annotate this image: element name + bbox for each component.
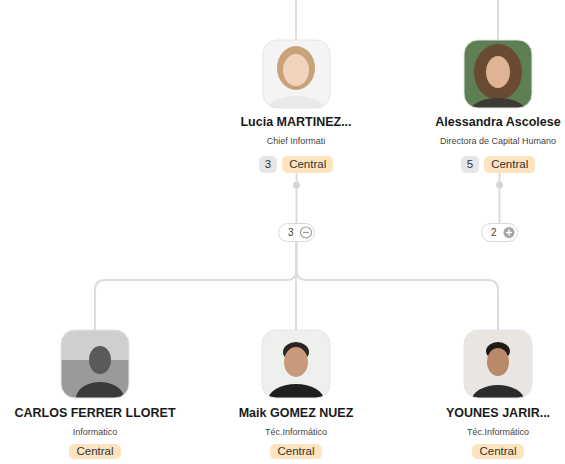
avatar	[61, 330, 129, 398]
line-dot	[496, 182, 503, 189]
avatar-frame	[464, 40, 532, 108]
parent-line	[497, 0, 499, 40]
person-name: Alessandra Ascolese	[435, 115, 560, 129]
location-badge: Central	[484, 156, 535, 173]
person-name: YOUNES JARIR...	[446, 406, 550, 420]
job-title: Téc.Informático	[467, 427, 529, 438]
person-name: Maik GOMEZ NUEZ	[239, 406, 354, 420]
avatar	[464, 330, 532, 398]
person-card: YOUNES JARIR... Téc.InformáticoCentral	[446, 330, 550, 459]
report-count: 5	[461, 156, 479, 173]
location-badge: Central	[282, 156, 333, 173]
job-title: Téc.Informático	[265, 427, 327, 438]
location-badge: Central	[69, 444, 120, 459]
avatar-frame	[263, 40, 330, 108]
badge-row: 3 Central	[259, 156, 333, 173]
reporting-line	[296, 173, 298, 223]
person-name: CARLOS FERRER LLORET	[14, 406, 175, 420]
job-title: Directora de Capital Humano	[440, 136, 556, 147]
location-badge: Central	[472, 444, 523, 459]
avatar-frame	[61, 330, 129, 398]
reporting-line	[499, 173, 501, 223]
job-title: Informatico	[73, 427, 118, 438]
count-pill: 2	[481, 223, 518, 242]
parent-line	[295, 0, 297, 40]
pill-count: 3	[288, 224, 294, 241]
badge-row: 5 Central	[461, 156, 535, 173]
report-count: 3	[259, 156, 277, 173]
person-card: CARLOS FERRER LLORET InformaticoCentral	[14, 330, 175, 459]
reporting-line	[297, 242, 499, 330]
avatar	[263, 40, 330, 108]
count-pill: 3	[278, 223, 315, 242]
person-card: Alessandra AscoleseDirectora de Capital …	[435, 40, 560, 173]
avatar	[464, 40, 532, 108]
person-name: Lucia MARTINEZ...	[240, 115, 351, 129]
avatar-frame	[262, 330, 330, 398]
reporting-line	[95, 242, 297, 330]
person-card: Lucia MARTINEZ... Chief Informati 3 Central	[240, 40, 351, 173]
badge-row: Central	[270, 444, 321, 459]
avatar-frame	[464, 330, 532, 398]
location-badge: Central	[270, 444, 321, 459]
badge-row: Central	[472, 444, 523, 459]
line-dot	[293, 182, 300, 189]
job-title: Chief Informati	[267, 136, 326, 147]
badge-row: Central	[69, 444, 120, 459]
person-card: Maik GOMEZ NUEZ Téc.InformáticoCentral	[239, 330, 354, 459]
avatar	[262, 330, 330, 398]
pill-count: 2	[491, 224, 497, 241]
